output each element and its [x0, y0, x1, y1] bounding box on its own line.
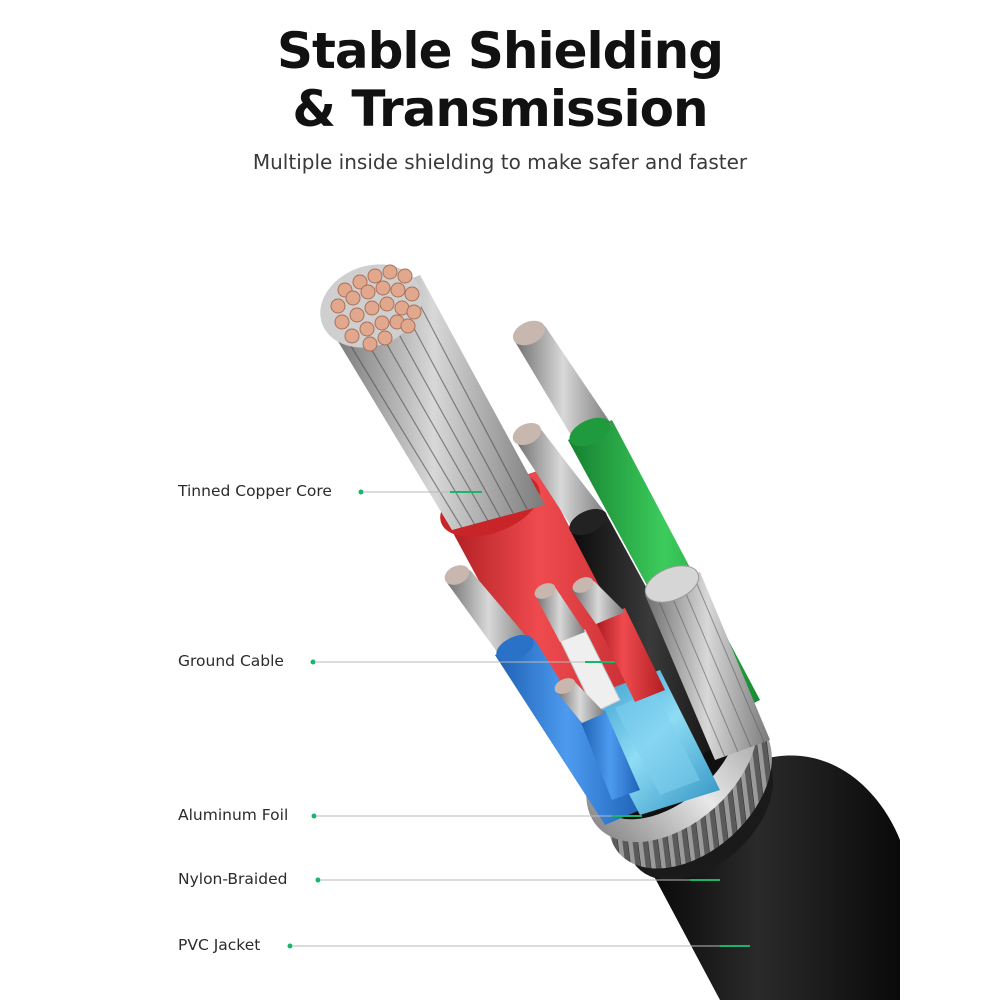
ground-cable	[644, 565, 770, 760]
cyan-foil-pair	[580, 670, 720, 815]
callout-line-aluminum-foil	[311, 813, 642, 819]
callout-line-pvc-jacket	[287, 943, 750, 949]
callout-line-tinned-copper-core	[358, 489, 482, 495]
lower-blue-wire	[554, 678, 640, 800]
callout-label-nylon-braided: Nylon-Braided	[178, 870, 288, 888]
page-title: Stable Shielding & Transmission	[0, 22, 1000, 138]
callout-line-ground-cable	[310, 659, 615, 665]
callout-line-nylon-braided	[315, 877, 720, 883]
page-subtitle: Multiple inside shielding to make safer …	[252, 150, 748, 174]
title-line-1: Stable Shielding	[276, 22, 724, 80]
callout-label-pvc-jacket: PVC Jacket	[178, 936, 261, 954]
callout-lines	[287, 489, 750, 949]
signal-pair	[534, 577, 665, 713]
title-line-2: & Transmission	[292, 80, 708, 138]
callout-label-aluminum-foil: Aluminum Foil	[178, 806, 289, 824]
callout-label-ground-cable: Ground Cable	[178, 652, 284, 670]
callout-label-tinned-copper-core: Tinned Copper Core	[178, 482, 332, 500]
